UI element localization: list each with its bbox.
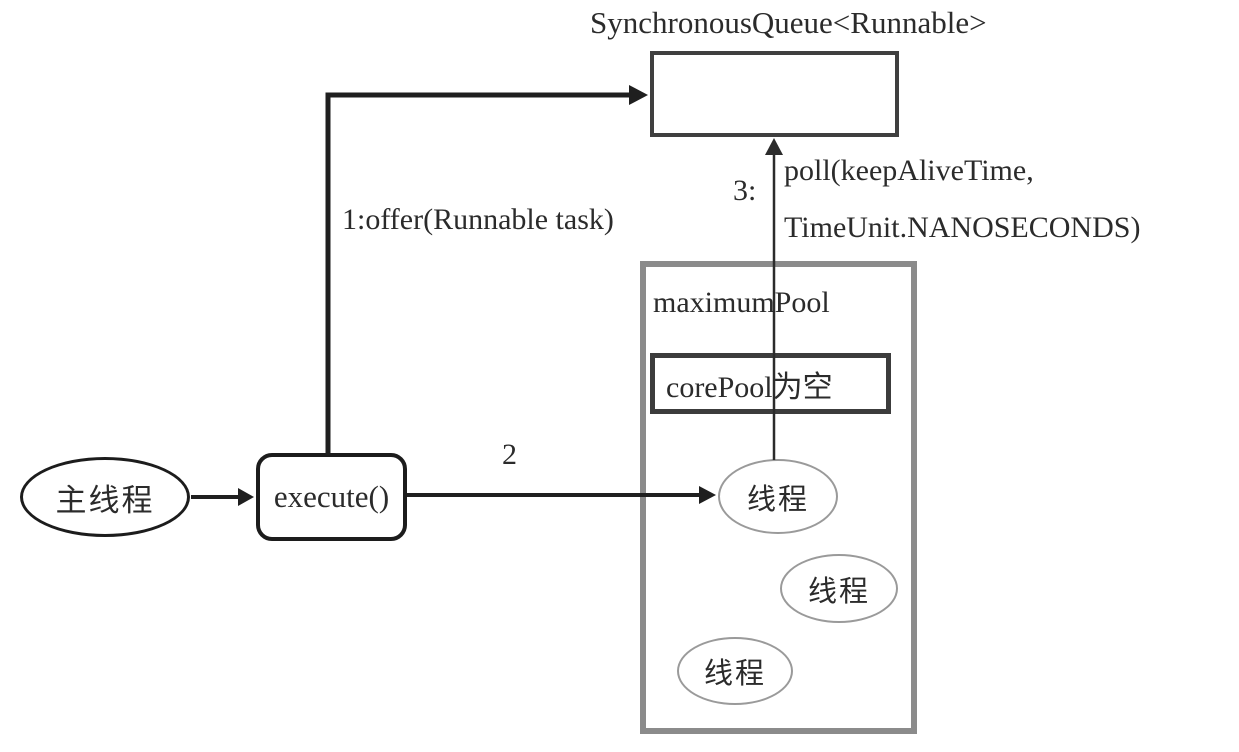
main-thread-label: 主线程 (55, 482, 155, 518)
core-pool-box: corePool为空 (650, 353, 891, 414)
step2-edge-label: 2 (502, 438, 517, 471)
thread-ellipse-2: 线程 (780, 554, 898, 623)
core-pool-label: corePool为空 (666, 370, 833, 404)
thread-ellipse-1: 线程 (718, 459, 838, 534)
execute-label: execute() (273, 479, 390, 514)
thread-label-2: 线程 (807, 575, 870, 608)
thread-label-3: 线程 (703, 658, 766, 690)
poll-label-line1: poll(keepAliveTime, (784, 154, 1034, 187)
offer-arrowhead-icon (629, 85, 648, 105)
synchronous-queue-title: SynchronousQueue<Runnable> (590, 5, 987, 40)
thread-ellipse-3: 线程 (677, 637, 793, 705)
step3-edge-label: 3: (733, 174, 757, 207)
poll-arrowhead-icon (765, 138, 783, 155)
synchronous-queue-box (650, 51, 899, 137)
offer-edge-label: 1:offer(Runnable task) (342, 203, 614, 236)
poll-label-line2: TimeUnit.NANOSECONDS) (784, 211, 1141, 244)
main-to-execute-arrowhead-icon (238, 488, 254, 506)
execute-box: execute() (256, 453, 407, 541)
main-thread-ellipse: 主线程 (20, 457, 190, 537)
maximum-pool-label: maximumPool (653, 286, 830, 319)
offer-connector-line (325, 92, 631, 455)
thread-label-1: 线程 (746, 483, 809, 516)
